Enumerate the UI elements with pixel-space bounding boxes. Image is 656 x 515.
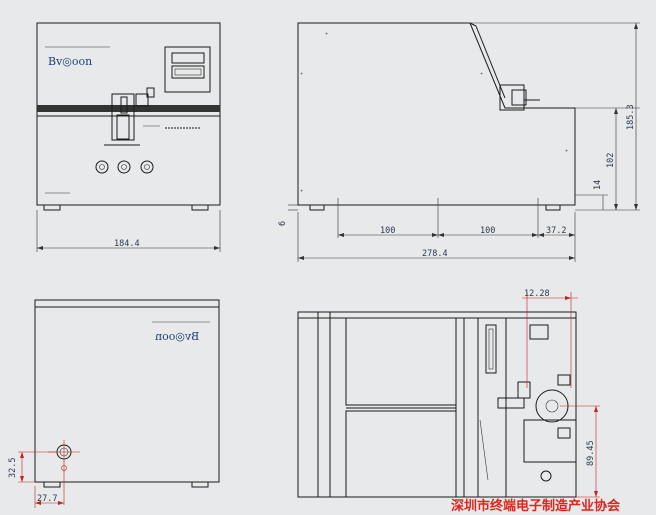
top-view: 12.28 89.45	[297, 289, 600, 498]
top-view-89-dim: 89.45	[586, 440, 596, 466]
front-view: Bv◎oon 184.4	[36, 22, 221, 252]
top-view-12-dim: 12.28	[524, 289, 550, 299]
side-height-102-dim: 102	[606, 153, 616, 168]
svg-text:+: +	[300, 188, 303, 193]
svg-text:+: +	[300, 71, 303, 76]
back-vertical-dim: 32.5	[8, 458, 18, 478]
side-length-dim: 278.4	[422, 249, 448, 259]
back-brand-logo: Bv◎oon	[155, 330, 199, 343]
side-height-14-dim: 14	[593, 180, 603, 190]
side-height-6-dim: 6	[278, 221, 288, 226]
side-seg2-dim: 100	[480, 226, 495, 236]
svg-text:+: +	[325, 31, 328, 36]
front-brand-logo: Bv◎oon	[48, 55, 92, 68]
svg-text:+: +	[565, 148, 568, 153]
back-horizontal-dim: 27.7	[37, 494, 57, 504]
side-seg1-dim: 100	[380, 226, 395, 236]
svg-text:+: +	[480, 71, 483, 76]
back-view: Bv◎oon 32.5 27.7	[8, 299, 220, 508]
side-seg3-dim: 37.2	[546, 226, 566, 236]
side-height-total-dim: 185.3	[626, 104, 636, 130]
watermark: 深圳市终端电子制造产业协会	[451, 498, 621, 514]
front-width-dim: 184.4	[114, 239, 140, 249]
side-view: + + + + + 100 100 37.2 278.4	[278, 22, 640, 262]
